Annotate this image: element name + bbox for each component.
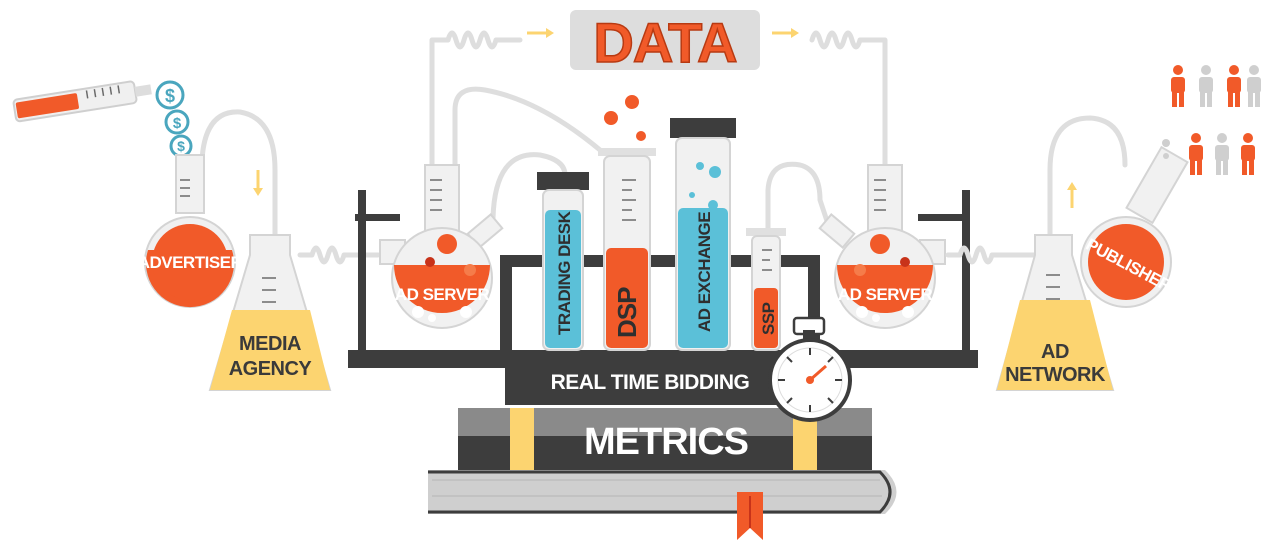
advertiser-label: ADVERTISER (138, 253, 243, 272)
person-icon (1215, 133, 1229, 175)
person-icon (1241, 133, 1255, 175)
media-agency-flask: MEDIA AGENCY (208, 234, 332, 391)
stopwatch-icon (768, 316, 852, 422)
person-icon (1227, 65, 1241, 107)
media-agency-label-1: MEDIA (239, 333, 301, 355)
ssp-label: SSP (759, 302, 778, 335)
bookmark-icon (737, 492, 763, 540)
svg-text:$: $ (165, 86, 175, 106)
data-title: DATA (593, 11, 736, 74)
audience-people (1162, 65, 1261, 175)
publisher-flask: PUBLISHER (1080, 145, 1189, 308)
syringe-icon (12, 80, 152, 123)
person-icon (1199, 65, 1213, 107)
data-pipes (429, 30, 888, 238)
ad-network-label-2: NETWORK (1005, 364, 1106, 386)
arrow-icon (527, 28, 799, 38)
dsp-tube: DSP (598, 95, 656, 351)
media-agency-label-2: AGENCY (229, 358, 313, 380)
data-banner: DATA (570, 10, 760, 75)
trading-desk-tube: TRADING DESK (537, 172, 589, 351)
svg-text:$: $ (177, 138, 185, 154)
svg-text:$: $ (173, 115, 182, 132)
rtb-label: REAL TIME BIDDING (551, 371, 750, 394)
ad-server-left-label: AD SERVER (395, 285, 490, 304)
ad-network-flask: AD NETWORK (995, 115, 1128, 391)
ad-network-label-1: AD (1041, 341, 1069, 363)
ssp-tube: SSP (746, 228, 786, 351)
dsp-label: DSP (612, 287, 642, 338)
person-icon (1171, 65, 1185, 107)
person-icon (1247, 65, 1261, 107)
metrics-label: METRICS (584, 421, 748, 463)
bottom-book (428, 470, 897, 514)
dollar-coin-icon: $ $ $ (155, 80, 193, 158)
ad-server-left-flask: AD SERVER (379, 164, 504, 329)
person-icon (1189, 133, 1203, 175)
ad-exchange-label: AD EXCHANGE (695, 212, 714, 332)
metrics-book: METRICS (458, 408, 872, 470)
ad-server-right-label: AD SERVER (838, 285, 933, 304)
trading-desk-label: TRADING DESK (555, 210, 574, 335)
rtb-block: REAL TIME BIDDING (505, 360, 805, 405)
advertiser-flask: ADVERTISER (138, 109, 278, 308)
ad-exchange-tube: AD EXCHANGE (670, 118, 736, 351)
ad-server-right-flask: AD SERVER (818, 164, 946, 329)
